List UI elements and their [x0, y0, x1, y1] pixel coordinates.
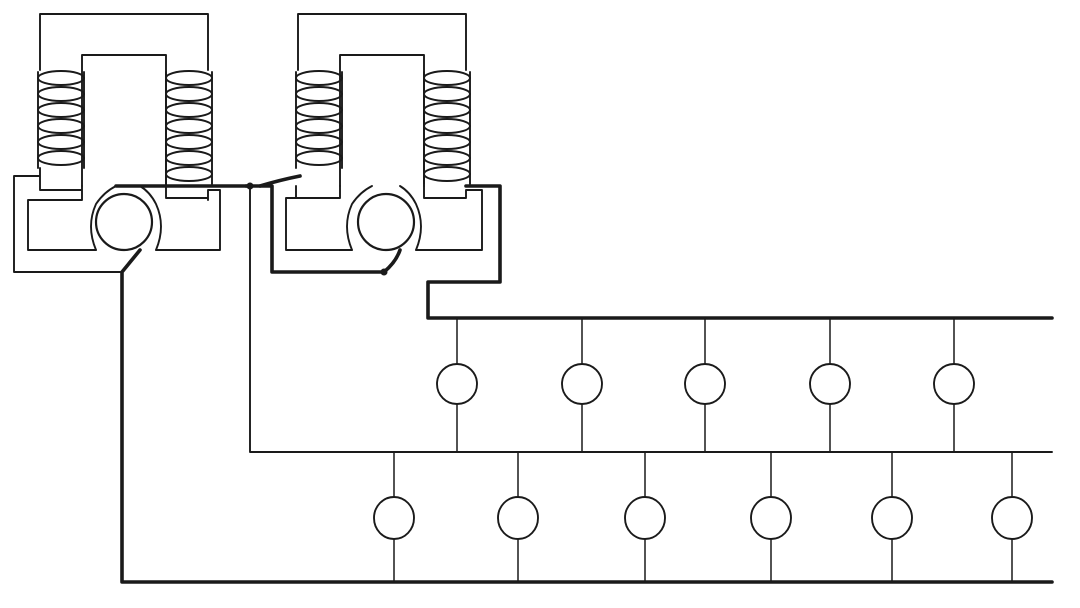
- upper-lamp-2: [561, 317, 603, 453]
- dynamo-1-left-pole: [13, 167, 121, 273]
- lower-lamp-5-bulb: [871, 496, 913, 540]
- dynamo-2-inner-frame: [339, 54, 425, 187]
- upper-lamp-3-bulb: [684, 363, 726, 405]
- dynamo-2-field-loop: [297, 13, 467, 71]
- dynamo-2-left-pole: [285, 185, 353, 251]
- junction-dot-2: [380, 268, 388, 276]
- dynamo-2-feed: [426, 184, 1054, 320]
- dynamo-2-pole-shoe-left: [346, 185, 373, 251]
- dynamo-1-feed: [120, 248, 1054, 584]
- dynamo-2-armature: [356, 192, 416, 252]
- upper-lamp-1-bulb: [436, 363, 478, 405]
- dynamo-2: [285, 13, 483, 252]
- dynamo-1-field-loop: [39, 13, 209, 71]
- lower-lamp-1: [373, 451, 415, 583]
- upper-lamp-3: [684, 317, 726, 453]
- dynamo-1: [13, 13, 221, 273]
- upper-lamp-4: [809, 317, 851, 453]
- dynamo-2-return-loop: [258, 184, 402, 274]
- lower-lamp-2-bulb: [497, 496, 539, 540]
- lower-lamp-1-bulb: [373, 496, 415, 540]
- dynamo-2-right-coil: [423, 70, 471, 185]
- lower-lamp-6-bulb: [991, 496, 1033, 540]
- dynamo-1-pole-shoe-left: [90, 185, 117, 251]
- dynamo-1-left-coil: [37, 70, 85, 169]
- upper-lamp-5: [933, 317, 975, 453]
- dynamo-1-right-coil: [165, 70, 213, 185]
- dynamo-2-right-pole: [415, 185, 483, 251]
- upper-lamp-4-bulb: [809, 363, 851, 405]
- lower-lamp-row: [373, 451, 1033, 583]
- dynamo-1-armature: [94, 192, 154, 252]
- dynamo-2-pole-shoe-right: [399, 185, 422, 251]
- dynamo-1-pole-shoe-right: [139, 185, 162, 251]
- lower-lamp-5: [871, 451, 913, 583]
- lower-lamp-3-bulb: [624, 496, 666, 540]
- upper-lamp-5-bulb: [933, 363, 975, 405]
- lower-lamp-6: [991, 451, 1033, 583]
- dynamo-1-right-pole: [155, 185, 221, 251]
- upper-lamp-1: [436, 317, 478, 453]
- lower-lamp-4: [750, 451, 792, 583]
- upper-lamp-2-bulb: [561, 363, 603, 405]
- dynamo-2-left-coil: [295, 70, 343, 169]
- lower-lamp-4-bulb: [750, 496, 792, 540]
- neutral-main: [249, 185, 1053, 453]
- lower-lamp-3: [624, 451, 666, 583]
- dynamo-1-inner-frame: [81, 54, 167, 187]
- lower-lamp-2: [497, 451, 539, 583]
- upper-lamp-row: [436, 317, 975, 453]
